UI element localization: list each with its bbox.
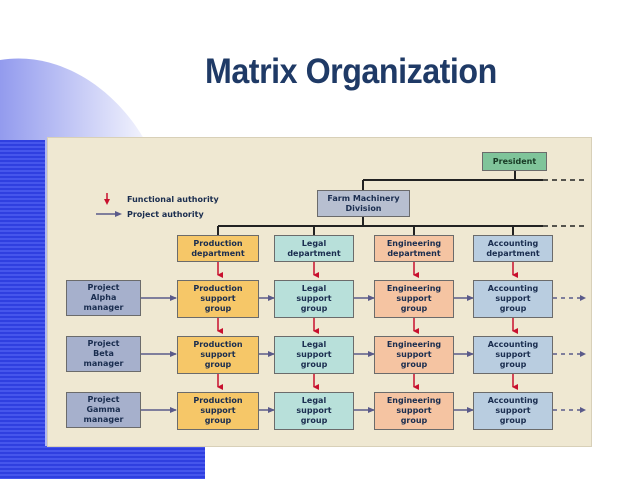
slide-title: Matrix Organization [205,52,497,91]
support-group-accounting: Accounting support group [473,280,553,318]
legend-functional-label: Functional authority [127,194,219,204]
group-label: Legal support group [296,284,332,313]
group-label: Engineering support group [386,396,442,425]
group-label: Production support group [193,396,243,425]
dept-label: Legal department [287,238,341,258]
president-box: President [482,152,547,171]
connector-lines [141,171,586,413]
support-group-legal: Legal support group [274,336,354,374]
support-group-accounting: Accounting support group [473,336,553,374]
dept-legal: Legal department [274,235,354,262]
group-label: Engineering support group [386,284,442,313]
dept-label: Production department [191,238,245,258]
legend-functional: Functional authority [94,193,219,205]
support-group-production: Production support group [177,392,259,430]
dept-accounting: Accounting department [473,235,553,262]
group-label: Accounting support group [487,340,539,369]
group-label: Legal support group [296,396,332,425]
dept-production: Production department [177,235,259,262]
group-label: Accounting support group [487,396,539,425]
division-box: Farm Machinery Division [317,190,410,217]
dept-engineering: Engineering department [374,235,454,262]
project-gamma-manager: Project Gamma manager [66,392,141,428]
project-arrow-icon [96,211,122,217]
dept-label: Accounting department [486,238,540,258]
legend-project: Project authority [94,208,204,220]
project-alpha-manager: Project Alpha manager [66,280,141,316]
manager-label: Project Beta manager [83,339,124,368]
support-group-accounting: Accounting support group [473,392,553,430]
group-label: Legal support group [296,340,332,369]
group-label: Accounting support group [487,284,539,313]
project-beta-manager: Project Beta manager [66,336,141,372]
manager-label: Project Alpha manager [83,283,124,312]
support-group-production: Production support group [177,280,259,318]
support-group-legal: Legal support group [274,280,354,318]
group-label: Production support group [193,340,243,369]
division-label: Farm Machinery Division [327,193,400,213]
support-group-legal: Legal support group [274,392,354,430]
support-group-engineering: Engineering support group [374,280,454,318]
org-chart-panel: Functional authority Project authority P… [48,138,591,446]
support-group-engineering: Engineering support group [374,392,454,430]
support-group-production: Production support group [177,336,259,374]
red-arrow-icon [104,193,110,205]
dept-label: Engineering department [386,238,442,258]
president-label: President [492,156,537,166]
manager-label: Project Gamma manager [83,395,124,424]
group-label: Engineering support group [386,340,442,369]
support-group-engineering: Engineering support group [374,336,454,374]
group-label: Production support group [193,284,243,313]
legend-project-label: Project authority [127,209,204,219]
